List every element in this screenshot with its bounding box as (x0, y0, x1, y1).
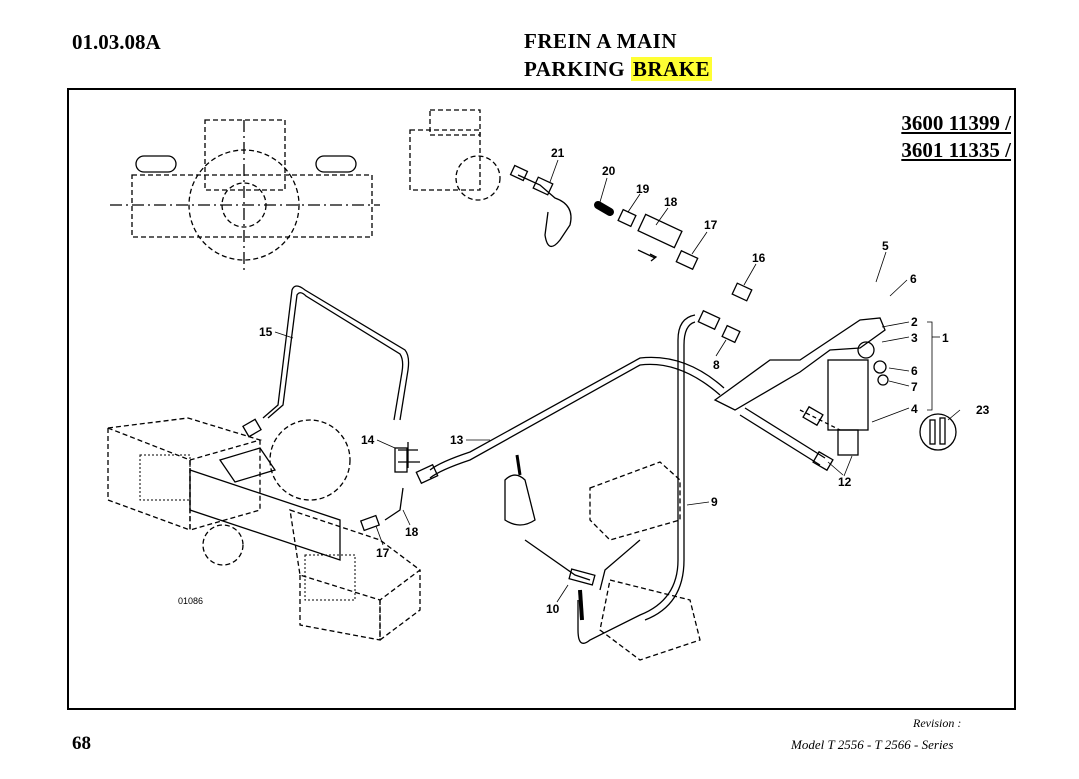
part-label: 12 (838, 475, 852, 489)
title-english-prefix: PARKING (524, 57, 631, 81)
part-label: 21 (551, 146, 565, 160)
part-label: 15 (259, 325, 273, 339)
title-highlight: BRAKE (630, 57, 713, 81)
part-label: 18 (405, 525, 419, 539)
pipe-14 (262, 285, 410, 421)
part-label: 8 (713, 358, 720, 372)
part-label: 16 (752, 251, 766, 265)
hand-lever (713, 317, 889, 456)
part-label: 23 (976, 403, 990, 417)
part-label: 6 (911, 364, 918, 378)
axle-assembly-bottom (107, 417, 422, 642)
part-label: 3 (911, 331, 918, 345)
part-label: 5 (882, 239, 889, 253)
grill-blocks (139, 454, 356, 601)
part-label: 13 (450, 433, 464, 447)
part-label: 18 (664, 195, 678, 209)
axle-tubes-bottom (189, 447, 341, 561)
section-code: 01.03.08A (72, 30, 161, 54)
revision-label: Revision : (913, 716, 962, 730)
title-english: PARKING BRAKE (524, 57, 713, 82)
part-label: 17 (704, 218, 718, 232)
valve-block-top (409, 109, 501, 201)
figure-id: 01086 (178, 596, 204, 606)
axle-shafts-top (110, 120, 380, 270)
part-label: 2 (911, 315, 918, 329)
parking-brake-diagram: 21 20 19 18 17 16 5 6 2 3 1 6 7 4 23 8 1… (107, 109, 990, 661)
diagram-frame (67, 88, 1016, 710)
reference-number: 3600 11399 / (901, 111, 1011, 135)
part-label: 20 (602, 164, 616, 178)
part-label: 14 (361, 433, 375, 447)
part-label: 4 (911, 402, 918, 416)
part-label: 7 (911, 380, 918, 394)
bolts-23 (919, 413, 957, 451)
part-label: 10 (546, 602, 560, 616)
title-french: FREIN A MAIN (524, 29, 678, 53)
part-label: 17 (376, 546, 390, 560)
page-number: 68 (72, 733, 91, 754)
part-label: 19 (636, 182, 650, 196)
axle-assembly-top (131, 119, 373, 261)
part-label: 9 (711, 495, 718, 509)
model-series: Model T 2556 - T 2566 - Series (791, 737, 954, 752)
pipe-12 (429, 363, 721, 479)
part-label: 6 (910, 272, 917, 286)
part-label: 1 (942, 331, 949, 345)
joystick (504, 454, 596, 621)
brake-pipe-9 (577, 314, 696, 644)
hose-21 (517, 174, 572, 247)
control-valve (589, 461, 701, 661)
reference-number: 3601 11335 / (901, 138, 1011, 162)
part-labels: 21 20 19 18 17 16 5 6 2 3 1 6 7 4 23 8 1… (259, 146, 990, 616)
